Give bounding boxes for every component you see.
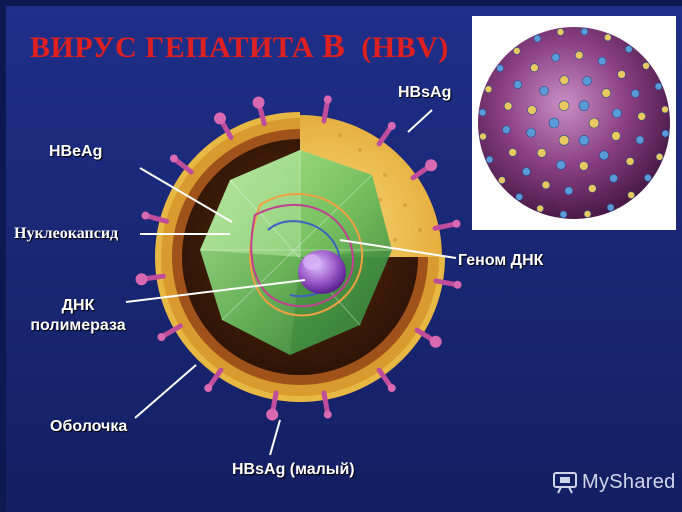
- presentation-board-icon: [552, 470, 578, 494]
- spike-head: [266, 409, 278, 421]
- spike-head: [324, 95, 332, 103]
- spike-head: [454, 281, 462, 289]
- spike-head: [425, 159, 437, 171]
- leader-envelope: [135, 365, 196, 418]
- leader-hbsag-small: [270, 420, 280, 455]
- polymerase-highlight: [303, 254, 321, 270]
- spike-head: [204, 384, 212, 392]
- label-envelope: Оболочка: [50, 418, 127, 436]
- watermark-text: MyShared: [582, 471, 676, 494]
- label-genome-dna: Геном ДНК: [458, 252, 543, 270]
- myshared-watermark: MyShared: [552, 470, 676, 494]
- leader-hbsag: [408, 110, 432, 132]
- label-hbsag-small: HBsAg (малый): [232, 461, 355, 479]
- spike-head: [214, 112, 226, 124]
- spike-head: [324, 411, 332, 419]
- spike-head: [388, 384, 396, 392]
- spike-head: [136, 273, 148, 285]
- spike-head: [141, 212, 149, 220]
- dna-polymerase-core: [298, 250, 346, 294]
- label-hbeag: HBeAg: [49, 143, 102, 161]
- label-nucleocapsid: Нуклеокапсид: [14, 225, 118, 243]
- label-hbsag: HBsAg: [398, 84, 451, 102]
- label-polymerase-line1: ДНК: [18, 296, 138, 316]
- label-polymerase-line2: полимераза: [18, 316, 138, 336]
- label-dna-polymerase: ДНК полимераза: [18, 296, 138, 336]
- spike-head: [157, 333, 165, 341]
- spike-head: [453, 220, 461, 228]
- spike-head: [430, 336, 442, 348]
- spike-head: [170, 154, 178, 162]
- spike-head: [388, 122, 396, 130]
- spike-head: [253, 96, 265, 108]
